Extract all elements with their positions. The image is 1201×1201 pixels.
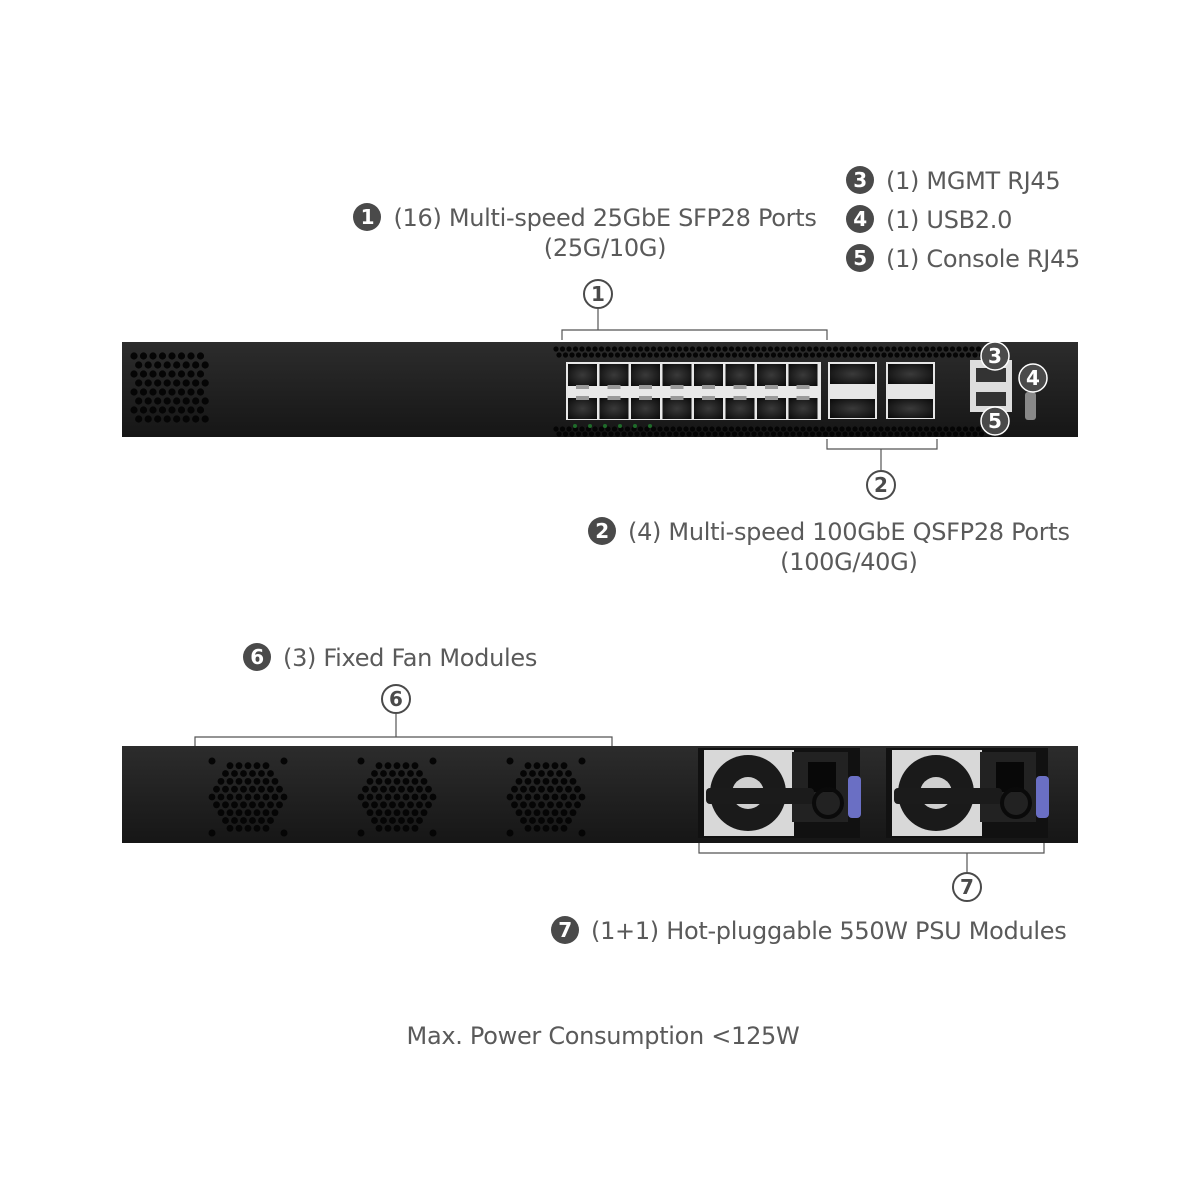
psu-modules <box>698 748 1049 838</box>
qsfp28-ports <box>828 362 935 419</box>
badge-3-icon: 3 <box>846 166 874 194</box>
callout-5: 5 (1) Console RJ45 <box>846 244 1080 274</box>
marker-4-icon: 4 <box>1018 363 1048 393</box>
callout-2-text: (4) Multi-speed 100GbE QSFP28 Ports <box>628 518 1070 546</box>
svg-text:4: 4 <box>1026 366 1040 390</box>
callout-6: 6 (3) Fixed Fan Modules <box>243 643 537 673</box>
callout-1-subtext: (25G/10G) <box>543 234 667 262</box>
callout-2-subtext: (100G/40G) <box>780 548 918 576</box>
callout-5-text: (1) Console RJ45 <box>886 245 1081 273</box>
front-vent-strip <box>553 346 985 437</box>
marker-6-icon: 6 <box>381 684 411 714</box>
svg-text:6: 6 <box>389 687 403 711</box>
bracket-6 <box>194 714 613 746</box>
svg-text:2: 2 <box>874 473 888 497</box>
callout-3-text: (1) MGMT RJ45 <box>886 167 1061 195</box>
callout-1: 1 (16) Multi-speed 25GbE SFP28 Ports (25G… <box>345 203 825 263</box>
badge-1-icon: 1 <box>353 203 382 231</box>
power-consumption-note: Max. Power Consumption <125W <box>406 1022 800 1050</box>
callout-6-text: (3) Fixed Fan Modules <box>283 644 538 672</box>
sfp28-ports <box>566 362 821 428</box>
svg-text:1: 1 <box>591 282 605 306</box>
callout-7-text: (1+1) Hot-pluggable 550W PSU Modules <box>591 917 1067 945</box>
marker-5-icon: 5 <box>980 406 1010 436</box>
callout-4-text: (1) USB2.0 <box>886 206 1013 234</box>
badge-4-icon: 4 <box>846 205 874 233</box>
fan-modules <box>208 757 586 837</box>
bracket-7 <box>698 843 1045 872</box>
badge-2-icon: 2 <box>588 517 616 545</box>
usb-port <box>1025 392 1036 420</box>
badge-5-icon: 5 <box>846 244 874 272</box>
marker-7-icon: 7 <box>952 872 982 902</box>
callout-1-text: (16) Multi-speed 25GbE SFP28 Ports <box>393 204 817 232</box>
bracket-2 <box>826 439 938 470</box>
callout-2: 2 (4) Multi-speed 100GbE QSFP28 Ports (10… <box>588 517 1070 577</box>
bracket-1 <box>561 309 828 340</box>
callout-7: 7 (1+1) Hot-pluggable 550W PSU Modules <box>551 916 1067 946</box>
svg-text:5: 5 <box>988 409 1002 433</box>
svg-text:3: 3 <box>988 344 1002 368</box>
callout-3: 3 (1) MGMT RJ45 <box>846 166 1061 196</box>
badge-6-icon: 6 <box>243 643 271 671</box>
marker-2-icon: 2 <box>866 470 896 500</box>
svg-text:7: 7 <box>960 875 974 899</box>
badge-7-icon: 7 <box>551 916 579 944</box>
marker-3-icon: 3 <box>980 341 1010 371</box>
callout-4: 4 (1) USB2.0 <box>846 205 1012 235</box>
front-vent-left <box>130 352 209 423</box>
marker-1-icon: 1 <box>583 279 613 309</box>
